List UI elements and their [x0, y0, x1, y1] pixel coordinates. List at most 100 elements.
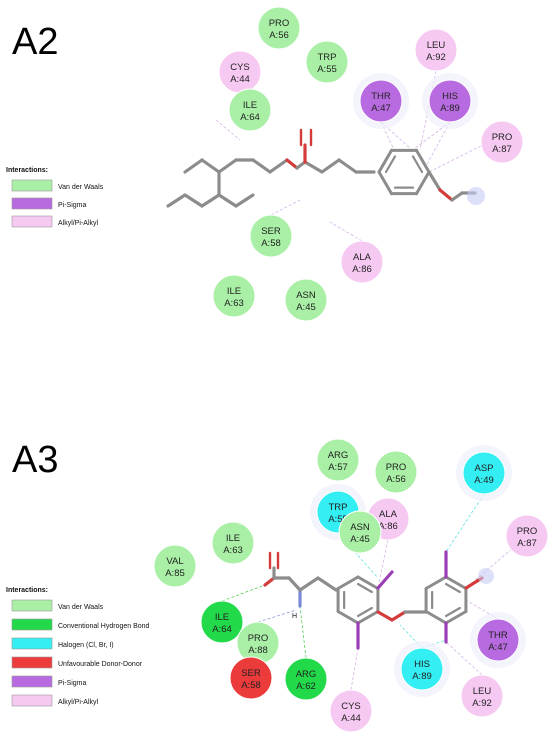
residue-circle [505, 514, 549, 558]
residue-circle [374, 450, 418, 494]
bond [200, 193, 221, 208]
bond [336, 610, 360, 625]
residue-circle [212, 274, 256, 318]
bond [234, 193, 255, 208]
residue-circle [316, 438, 360, 482]
residue-chain-id: A:92 [472, 698, 492, 709]
residue-chain-id: A:58 [261, 238, 281, 249]
bond [316, 576, 338, 592]
residue-name: ALA [379, 509, 398, 520]
residue-name: PRO [517, 526, 538, 537]
residue-circle [462, 451, 506, 495]
panel-a2: A2 PROA:56CYSA:44TRPA:55LEUA:92ILEA:64TH… [6, 6, 524, 322]
legend-label-unfav: Unfavourable Donor-Donor [58, 661, 143, 668]
bond [217, 158, 238, 174]
bond [166, 193, 187, 208]
bond [376, 610, 394, 622]
a2-ligand-structure [166, 128, 485, 208]
bond [251, 158, 272, 174]
residue-chain-id: A:56 [386, 474, 406, 485]
residue-name: CYS [341, 701, 361, 712]
residue-circle [428, 79, 472, 123]
interaction-line [299, 605, 307, 659]
interaction-line [445, 493, 485, 553]
residue-name: PRO [492, 132, 513, 143]
bond [427, 170, 442, 192]
bond [183, 193, 204, 208]
residue-chain-id: A:47 [371, 103, 391, 114]
residue-name: ASN [350, 522, 370, 533]
residue-name: ILE [226, 533, 240, 544]
residue-chain-id: A:86 [378, 521, 398, 532]
legend-label-pisigma: Pi-Sigma [58, 680, 87, 687]
residue-circle [400, 647, 444, 691]
residue-name: ASN [296, 290, 316, 301]
methyl-halo [467, 187, 485, 205]
legend-swatch-vdw [11, 179, 53, 192]
residue-name: SER [241, 668, 261, 679]
interaction-line [329, 221, 363, 242]
panel-a2-title: A2 [12, 21, 58, 63]
interaction-line [409, 121, 451, 153]
bond [217, 193, 238, 208]
legend-title: Interactions: [6, 587, 48, 594]
residue-name: HIS [442, 91, 458, 102]
panel-a3-title: A3 [12, 439, 58, 481]
residue-circle [305, 40, 349, 84]
bond [424, 610, 448, 625]
residue-name: CYS [230, 62, 250, 73]
residue-chain-id: A:44 [341, 713, 361, 724]
legend-swatch-alkyl [11, 215, 53, 228]
residue-circle [284, 278, 328, 322]
bond [356, 610, 380, 625]
residue-name: TRP [318, 52, 337, 63]
bond [320, 158, 341, 174]
bond [263, 576, 276, 587]
interaction-line [424, 121, 451, 169]
residue-circle [476, 618, 520, 662]
residue-chain-id: A:45 [350, 534, 370, 545]
legend-label-halogen: Halogen (Cl, Br, I) [58, 642, 114, 649]
residue-name: LEU [427, 40, 446, 51]
bond [444, 582, 461, 594]
interaction-line [428, 145, 482, 173]
bond [287, 576, 302, 592]
residue-circle [480, 120, 524, 164]
bond [444, 575, 468, 590]
legend-label-vdw: Van der Waals [58, 184, 104, 191]
residue-chain-id: A:47 [488, 642, 508, 653]
residue-circle [257, 6, 301, 50]
hydroxyl-halo [478, 568, 494, 584]
bond [415, 148, 431, 174]
residue-circle [338, 510, 382, 554]
bond [438, 188, 454, 202]
residue-chain-id: A:64 [212, 624, 232, 635]
a2-residue-nodes: PROA:56CYSA:44TRPA:55LEUA:92ILEA:64THRA:… [212, 6, 524, 322]
residue-circle [229, 656, 273, 700]
bond [298, 576, 320, 592]
residue-circle [359, 79, 403, 123]
residue-circle [200, 600, 244, 644]
residue-chain-id: A:57 [328, 462, 348, 473]
residue-chain-id: A:55 [328, 514, 348, 525]
legend-label-pisigma: Pi-Sigma [58, 202, 87, 209]
bond [376, 570, 394, 590]
a2-legend: Interactions:Van der WaalsPi-SigmaAlkyl/… [6, 167, 104, 228]
residue-chain-id: A:58 [241, 680, 261, 691]
